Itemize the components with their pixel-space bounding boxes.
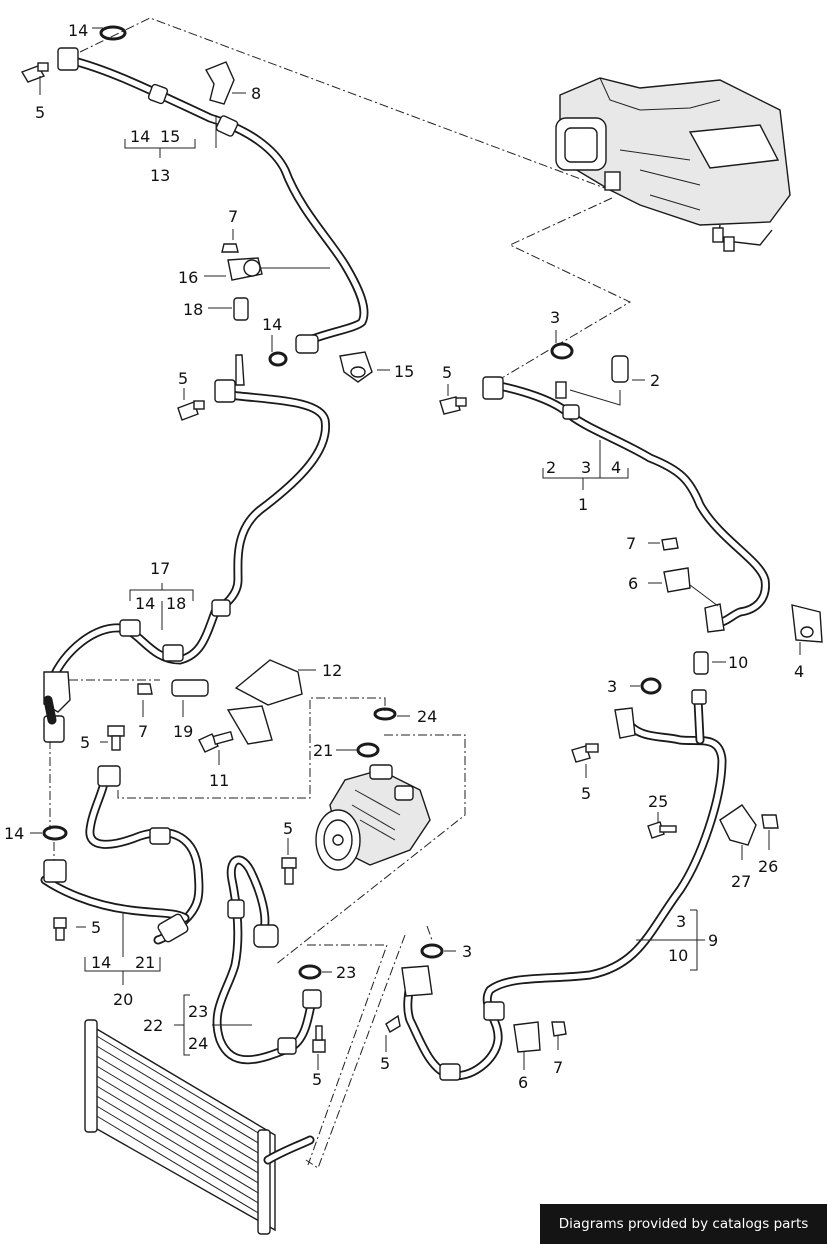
- callout-5: 5: [380, 1054, 390, 1073]
- hose-13: [57, 47, 369, 354]
- callout-3: 3: [581, 458, 591, 477]
- callout-6: 6: [628, 574, 638, 593]
- callout-26: 26: [758, 857, 778, 876]
- callout-14: 14: [68, 21, 88, 40]
- callout-3: 3: [676, 912, 686, 931]
- callout-14: 14: [91, 953, 111, 972]
- callout-6: 6: [518, 1073, 528, 1092]
- callout-17: 17: [150, 559, 170, 578]
- bolts: [20, 62, 677, 1053]
- callout-22: 22: [143, 1016, 163, 1035]
- hose-22: [212, 855, 322, 1065]
- hose-20: [40, 765, 204, 945]
- condenser: [84, 1019, 315, 1235]
- connection-lines: [49, 17, 632, 1169]
- callout-5: 5: [442, 363, 452, 382]
- small-parts: [20, 25, 823, 1053]
- callout-15: 15: [394, 362, 414, 381]
- callout-5: 5: [283, 819, 293, 838]
- attribution-text: Diagrams provided by catalogs parts: [558, 1216, 809, 1232]
- callout-27: 27: [731, 872, 751, 891]
- callout-7: 7: [626, 534, 636, 553]
- callout-12: 12: [322, 661, 342, 680]
- callout-18: 18: [166, 594, 186, 613]
- callout-24: 24: [417, 707, 437, 726]
- leader-lines: [30, 27, 801, 1070]
- attribution-banner: Diagrams provided by catalogs parts: [540, 1204, 827, 1244]
- hose-1: [482, 376, 770, 633]
- callout-4: 4: [611, 458, 621, 477]
- callout-4: 4: [794, 662, 804, 681]
- callout-16: 16: [178, 268, 198, 287]
- callout-5: 5: [312, 1070, 322, 1089]
- callout-23: 23: [188, 1002, 208, 1021]
- callout-14: 14: [4, 824, 24, 843]
- hose-17: [43, 354, 331, 743]
- callout-23: 23: [336, 963, 356, 982]
- callout-10: 10: [728, 653, 748, 672]
- callout-18: 18: [183, 300, 203, 319]
- callout-15: 15: [160, 127, 180, 146]
- hvac-evaporator-housing: [555, 77, 791, 252]
- callout-5: 5: [80, 733, 90, 752]
- callout-11: 11: [209, 771, 229, 790]
- callout-2: 2: [650, 371, 660, 390]
- callout-14: 14: [135, 594, 155, 613]
- callout-5: 5: [91, 918, 101, 937]
- callout-7: 7: [138, 722, 148, 741]
- callout-13: 13: [150, 166, 170, 185]
- callout-25: 25: [648, 792, 668, 811]
- callout-5: 5: [178, 369, 188, 388]
- callout-3: 3: [462, 942, 472, 961]
- callout-labels: 14 5 8 14 15 13 7 16 18 14 15 5 3 2 5 2 …: [4, 21, 804, 1092]
- callout-24: 24: [188, 1034, 208, 1053]
- callout-14: 14: [262, 315, 282, 334]
- hose-9: [401, 689, 727, 1081]
- callout-3: 3: [607, 677, 617, 696]
- callout-21: 21: [313, 741, 333, 760]
- callout-9: 9: [708, 931, 718, 950]
- callout-10: 10: [668, 946, 688, 965]
- callout-7: 7: [228, 207, 238, 226]
- ac-compressor: [315, 764, 431, 871]
- callout-20: 20: [113, 990, 133, 1009]
- callout-19: 19: [173, 722, 193, 741]
- callout-5: 5: [581, 784, 591, 803]
- callout-8: 8: [251, 84, 261, 103]
- callout-21: 21: [135, 953, 155, 972]
- callout-14: 14: [130, 127, 150, 146]
- callout-1: 1: [578, 495, 588, 514]
- callout-3: 3: [550, 308, 560, 327]
- callout-7: 7: [553, 1058, 563, 1077]
- callout-2: 2: [546, 458, 556, 477]
- callout-5: 5: [35, 103, 45, 122]
